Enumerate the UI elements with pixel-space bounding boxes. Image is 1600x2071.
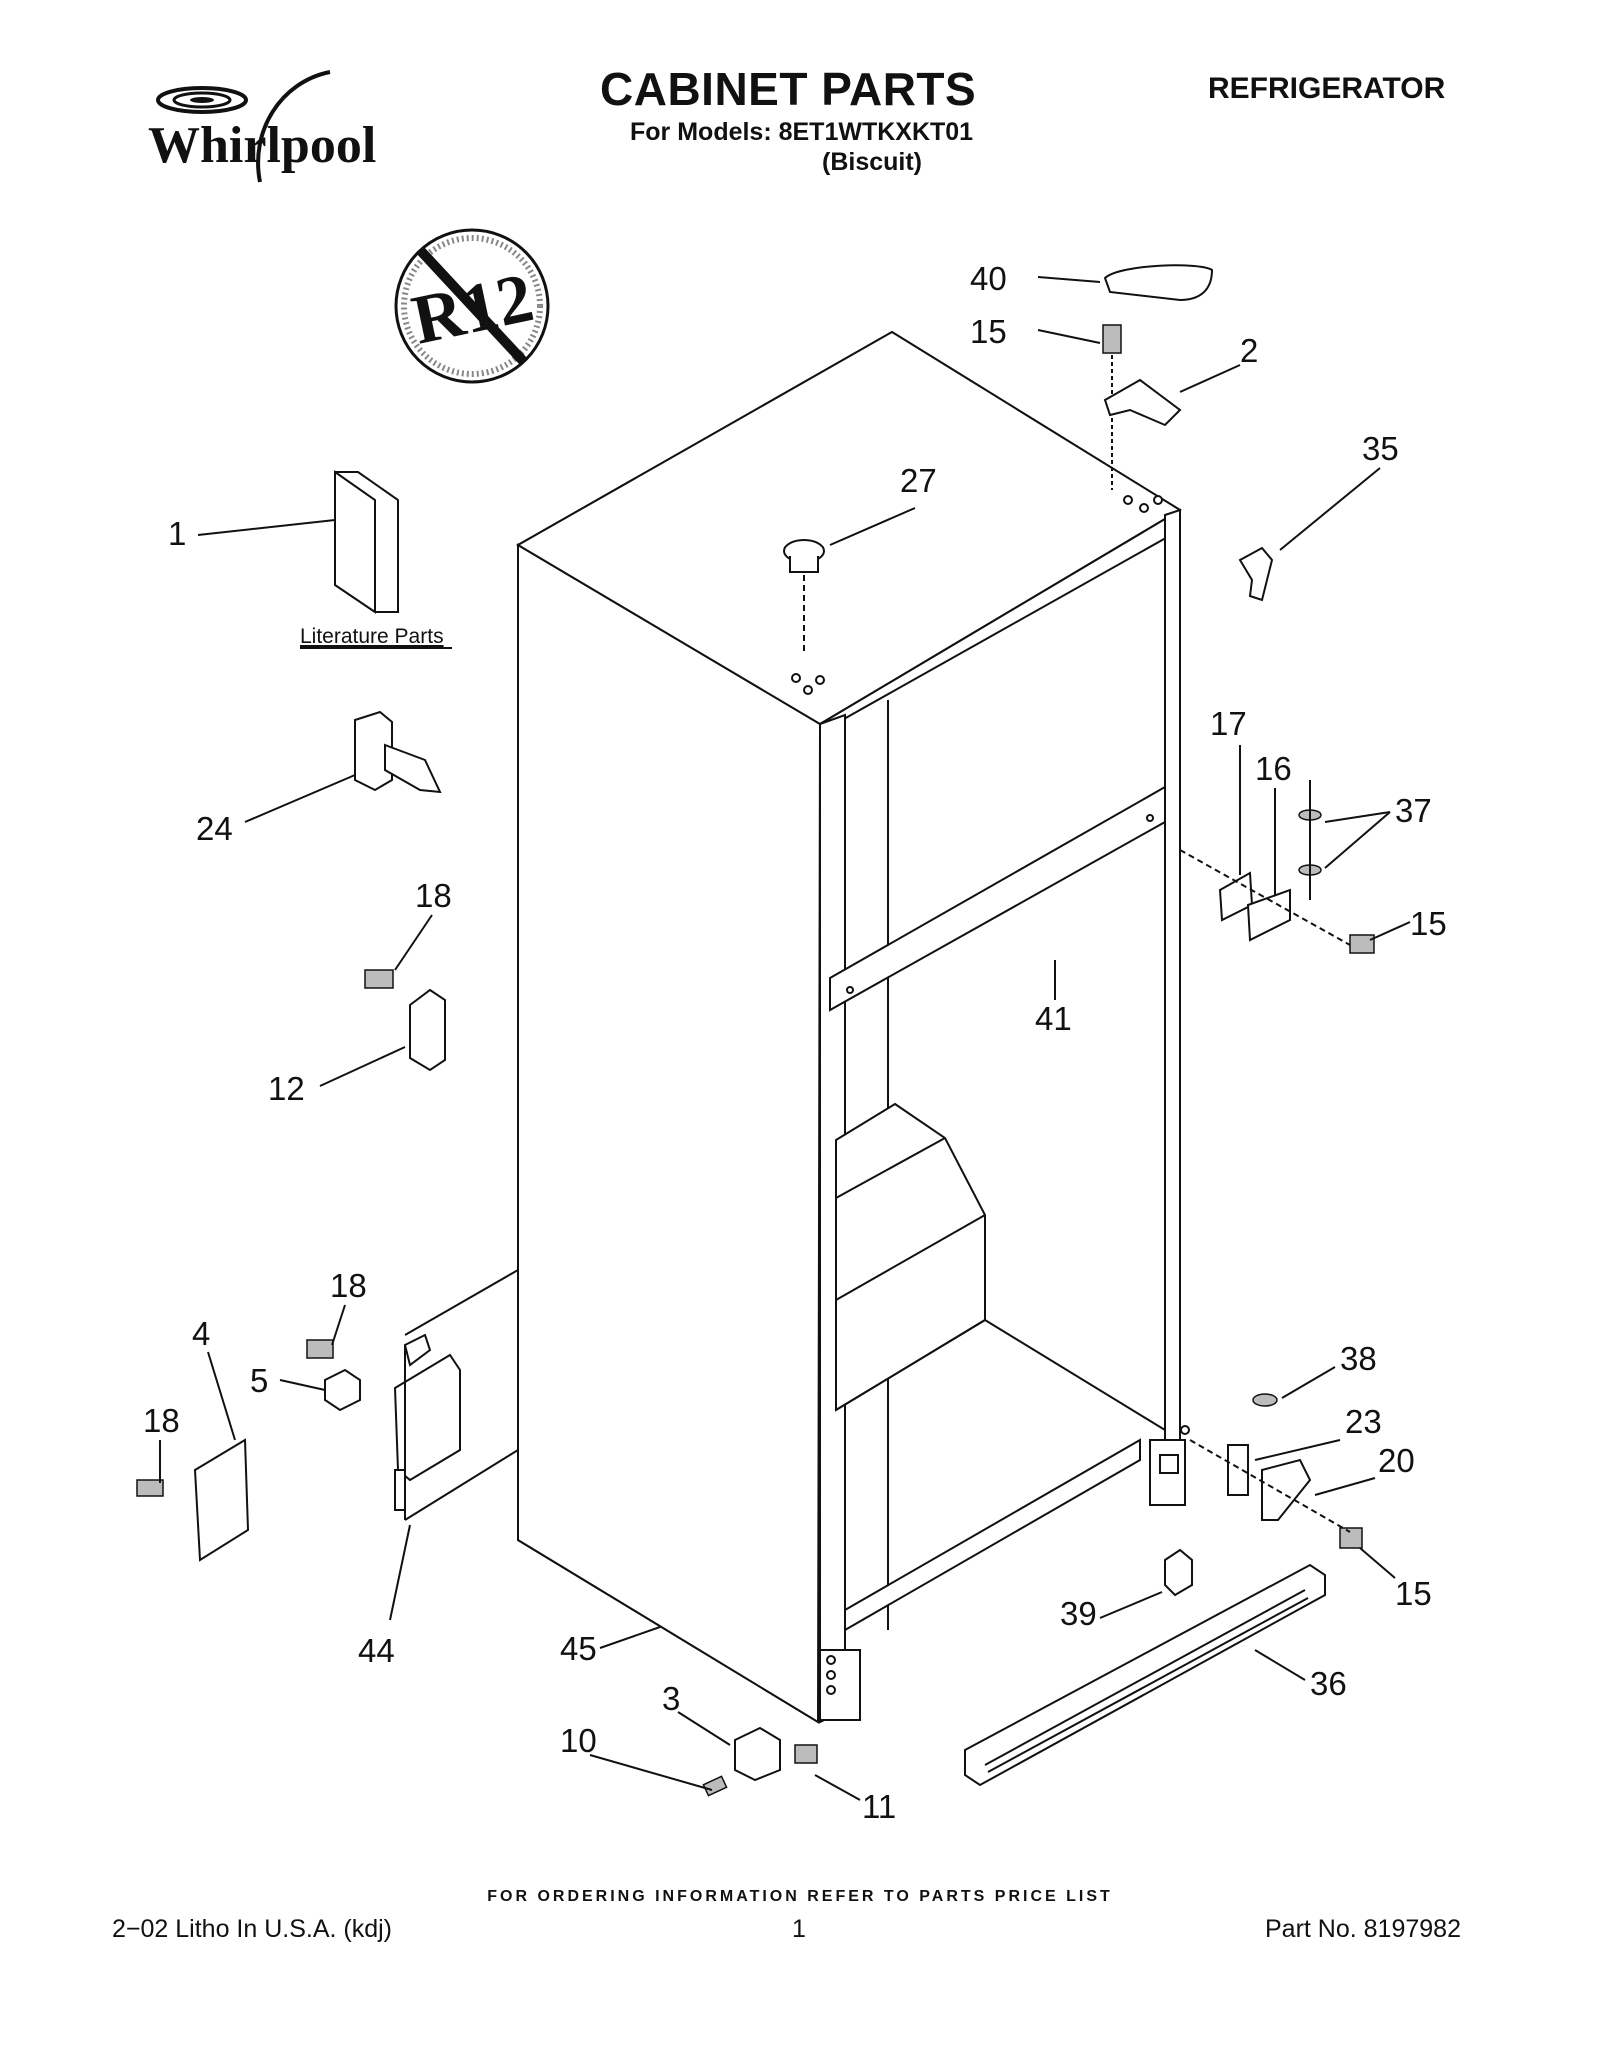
- ordering-note: FOR ORDERING INFORMATION REFER TO PARTS …: [487, 1888, 1113, 1905]
- part-1-literature: [300, 470, 452, 649]
- part-39-clip: [1164, 1548, 1193, 1597]
- part-27-plug: [783, 539, 825, 655]
- callout-41: 41: [1035, 1000, 1072, 1037]
- callout-10: 10: [560, 1722, 597, 1759]
- callout-15-bottom: 15: [1395, 1575, 1432, 1612]
- callout-35: 35: [1362, 430, 1399, 467]
- part-4-shield: [136, 1438, 250, 1562]
- part-5-clamp: [306, 1339, 361, 1412]
- callout-40: 40: [970, 260, 1007, 297]
- models-line: For Models: 8ET1WTKXKT01: [630, 118, 974, 146]
- callout-4: 4: [192, 1315, 210, 1352]
- callout-24: 24: [196, 810, 233, 847]
- part-44-bracket: [393, 1269, 519, 1521]
- part-15-screw-top: [1102, 324, 1122, 490]
- callout-17: 17: [1210, 705, 1247, 742]
- callout-18-mid: 18: [330, 1267, 367, 1304]
- callout-16: 16: [1255, 750, 1292, 787]
- lower-hinge-parts: [1189, 1393, 1363, 1549]
- callout-1: 1: [168, 515, 186, 552]
- part-35-clip: [1238, 546, 1274, 602]
- category-label: REFRIGERATOR: [1208, 72, 1446, 105]
- callout-5: 5: [250, 1362, 268, 1399]
- part-2-top-hinge: [1103, 378, 1182, 427]
- literature-parts-label: Literature Parts: [300, 625, 444, 648]
- callout-12: 12: [268, 1070, 305, 1107]
- callout-27: 27: [900, 462, 937, 499]
- callout-45: 45: [560, 1630, 597, 1667]
- cabinet-body: [516, 330, 1182, 1724]
- whirlpool-logo: Whirlpool: [148, 70, 376, 183]
- callout-37: 37: [1395, 792, 1432, 829]
- callout-18-bottom: 18: [143, 1402, 180, 1439]
- callout-36: 36: [1310, 1665, 1347, 1702]
- callout-20: 20: [1378, 1442, 1415, 1479]
- part-12-bracket: [364, 969, 446, 1072]
- callout-2: 2: [1240, 332, 1258, 369]
- color-line: (Biscuit): [822, 148, 922, 176]
- svg-text:Whirlpool: Whirlpool: [148, 117, 376, 174]
- callout-44: 44: [358, 1632, 395, 1669]
- part-24-pin: [354, 710, 442, 794]
- callout-39: 39: [1060, 1595, 1097, 1632]
- print-info: 2−02 Litho In U.S.A. (kdj): [112, 1915, 393, 1943]
- callout-15-mid: 15: [1410, 905, 1447, 942]
- bottom-hinge-assembly: [1149, 1425, 1190, 1506]
- leveling-parts: [702, 1726, 818, 1797]
- callout-18-top: 18: [415, 877, 452, 914]
- part-36-grille: [964, 1563, 1326, 1787]
- no-r12-badge: R12: [394, 228, 550, 384]
- page-number: 1: [792, 1915, 806, 1943]
- callout-23: 23: [1345, 1403, 1382, 1440]
- part-40-hinge-cover: [1103, 264, 1214, 302]
- part-number: Part No. 8197982: [1265, 1915, 1461, 1943]
- callout-11: 11: [862, 1788, 896, 1825]
- part-41-divider: [829, 785, 1166, 1012]
- leader-lines: [159, 276, 1411, 1801]
- callout-38: 38: [1340, 1340, 1377, 1377]
- callout-3: 3: [662, 1680, 680, 1717]
- callout-15-top: 15: [970, 313, 1007, 350]
- page-title: CABINET PARTS: [600, 63, 977, 115]
- center-hinge-parts: [1179, 780, 1375, 954]
